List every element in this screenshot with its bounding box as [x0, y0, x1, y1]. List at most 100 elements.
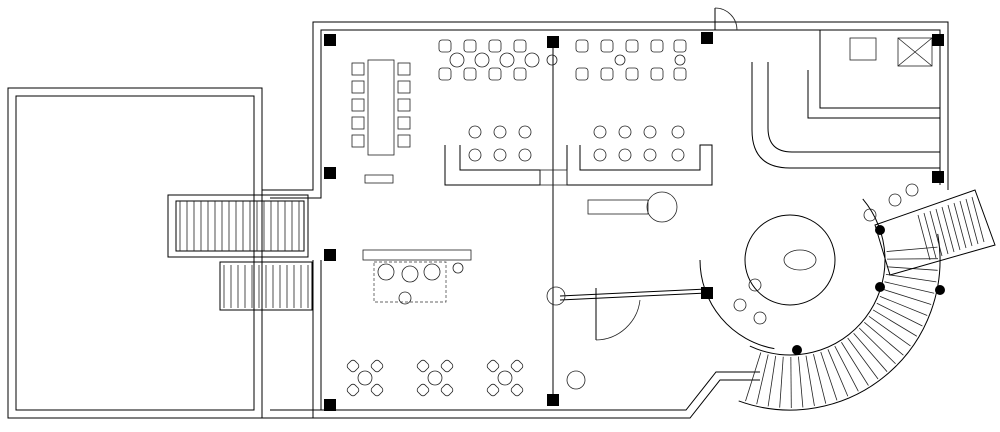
stair-tread: [941, 206, 955, 253]
stair-tread: [779, 356, 784, 408]
chair: [438, 39, 452, 53]
chair: [600, 67, 614, 81]
stair-tread: [953, 202, 967, 249]
armchair: [377, 263, 395, 281]
column: [701, 287, 713, 299]
column: [547, 394, 559, 406]
bar-stool: [593, 125, 607, 139]
stair-tread: [858, 327, 896, 365]
chair: [510, 383, 524, 397]
column-round: [792, 345, 802, 355]
chair: [397, 134, 411, 148]
diagonal-stair: [874, 189, 996, 276]
bar-gap: [539, 169, 568, 186]
stair-tread: [923, 212, 937, 259]
bar-stool: [618, 125, 632, 139]
table: [524, 52, 540, 68]
terrace: [7, 87, 263, 419]
bench: [364, 174, 394, 184]
table: [497, 370, 513, 386]
chair: [486, 383, 500, 397]
chair: [351, 134, 365, 148]
column: [324, 249, 336, 261]
stair-tread: [864, 322, 904, 356]
stool: [452, 262, 464, 274]
chair: [625, 39, 639, 53]
stool: [614, 54, 626, 66]
table: [357, 370, 373, 386]
chair: [575, 39, 589, 53]
counter: [587, 199, 649, 215]
bar-stool: [518, 148, 532, 162]
chair: [600, 39, 614, 53]
chair: [486, 359, 500, 373]
column-round: [875, 282, 885, 292]
chair: [440, 359, 454, 373]
column: [324, 34, 336, 46]
stair-tread: [847, 337, 879, 380]
stair-tread: [853, 332, 888, 372]
round-bar: [744, 214, 836, 306]
bar-stool: [643, 148, 657, 162]
chair: [416, 359, 430, 373]
chair: [351, 62, 365, 76]
table: [427, 370, 443, 386]
stool: [674, 54, 686, 66]
chair: [397, 116, 411, 130]
stair-tread: [805, 355, 815, 407]
column-round: [566, 370, 586, 390]
column: [701, 32, 713, 44]
long-table: [367, 59, 395, 156]
bar-counter: [566, 144, 713, 186]
stair-tread: [929, 210, 943, 257]
table: [449, 52, 465, 68]
chair: [438, 67, 452, 81]
chair: [650, 67, 664, 81]
entrance-stair: [167, 194, 313, 311]
round-table: [646, 191, 678, 223]
chair: [351, 98, 365, 112]
stool: [546, 54, 558, 66]
column: [932, 34, 944, 46]
stair-tread: [885, 273, 937, 283]
chair: [440, 383, 454, 397]
stair-tread: [872, 309, 918, 337]
stair-tread: [745, 352, 762, 402]
bar-counter-curve: [699, 259, 775, 350]
chair: [351, 116, 365, 130]
armchair: [401, 265, 419, 283]
stair-tread: [813, 354, 827, 404]
bar-stool: [905, 183, 919, 197]
stair-tread: [935, 208, 949, 255]
chair: [650, 39, 664, 53]
chair: [346, 383, 360, 397]
stair-tread: [886, 246, 938, 252]
column: [324, 167, 336, 179]
stair-tread: [965, 198, 979, 245]
stair-tread: [947, 204, 961, 251]
chair: [346, 359, 360, 373]
bar-stool: [518, 125, 532, 139]
chair: [370, 383, 384, 397]
decor: [783, 249, 817, 271]
chair: [351, 80, 365, 94]
stair-tread: [767, 355, 777, 407]
table: [474, 52, 490, 68]
stair-tread: [841, 342, 869, 386]
stair-tread: [879, 295, 928, 316]
chair: [673, 39, 687, 53]
bar-stool: [618, 148, 632, 162]
column-round: [546, 286, 566, 306]
chair: [397, 62, 411, 76]
bar-stool: [468, 148, 482, 162]
chair: [673, 67, 687, 81]
chair: [397, 80, 411, 94]
counter: [362, 249, 472, 261]
column: [932, 171, 944, 183]
chair: [510, 359, 524, 373]
building-walls: [262, 7, 949, 419]
chair: [416, 383, 430, 397]
armchair: [423, 263, 441, 281]
bar-stool: [643, 125, 657, 139]
